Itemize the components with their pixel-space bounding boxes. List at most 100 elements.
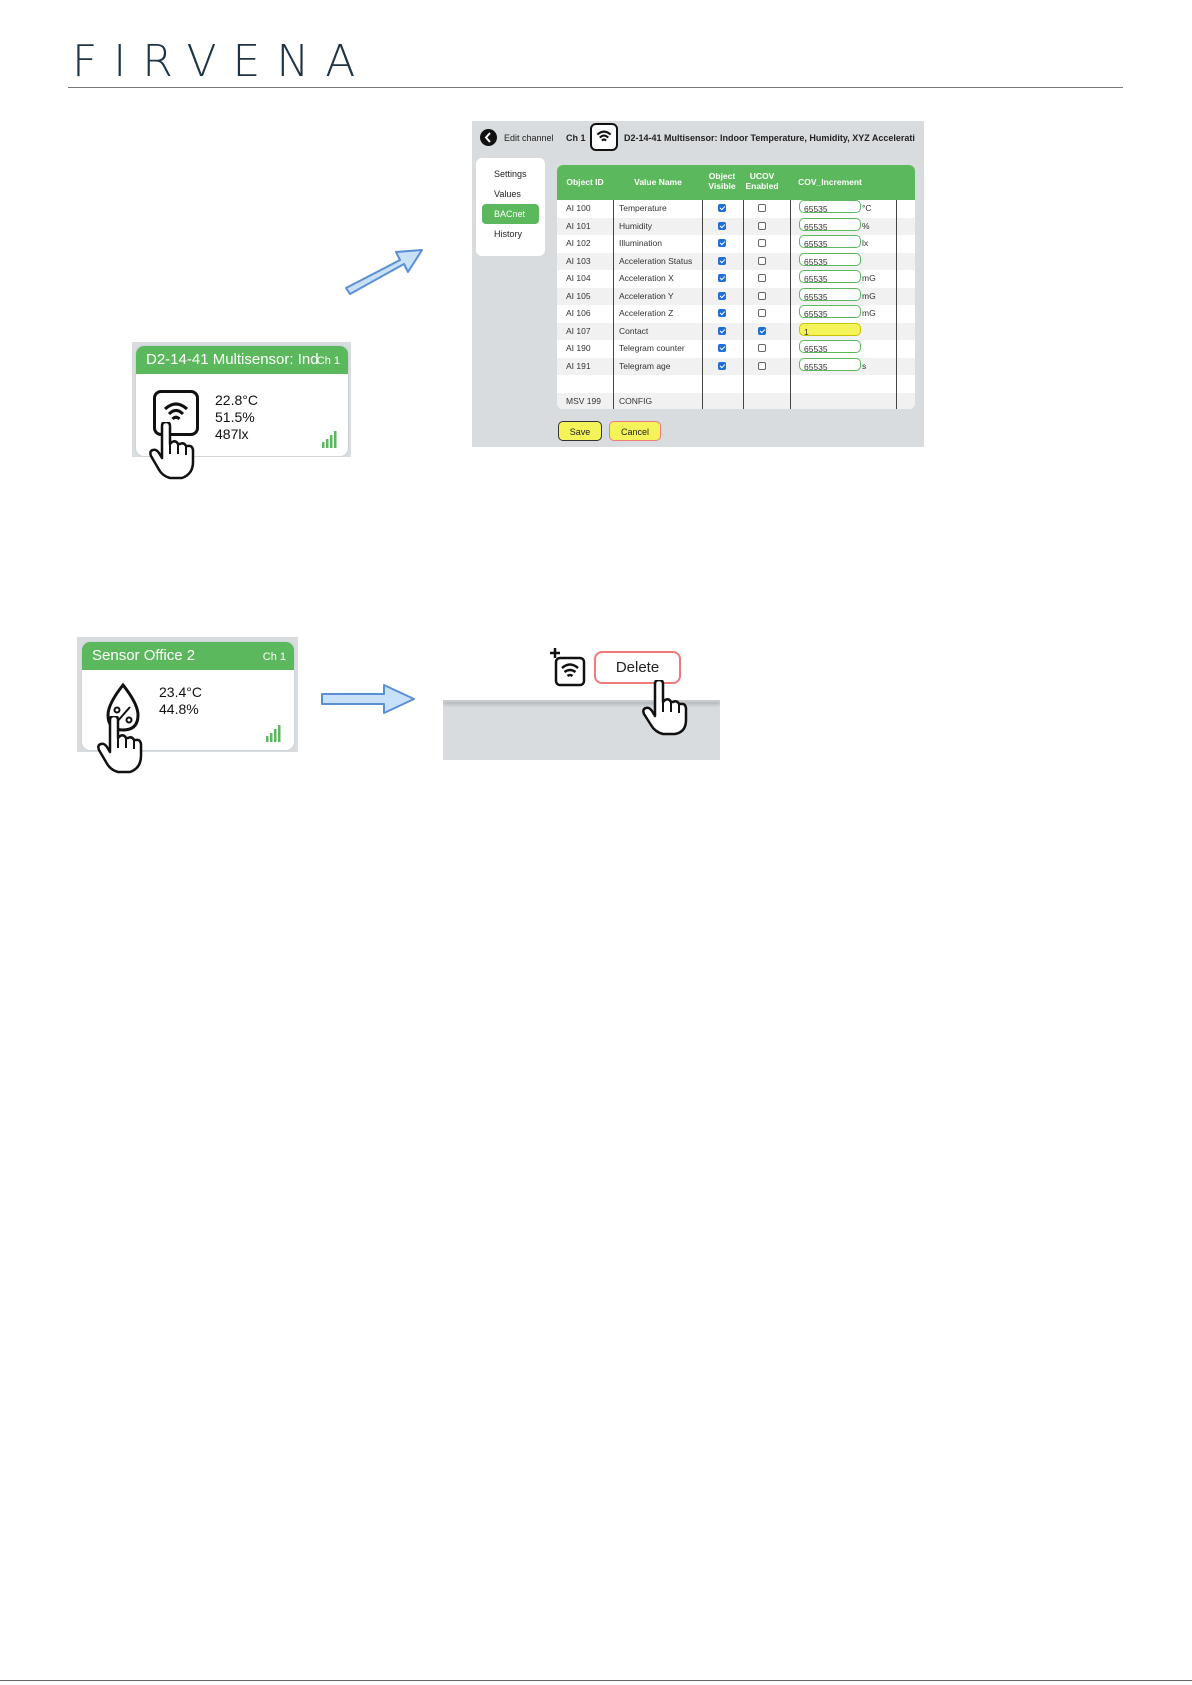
- object-visible-checkbox[interactable]: [718, 256, 726, 265]
- delete-button[interactable]: Delete: [594, 651, 681, 684]
- ucov-enabled-checkbox[interactable]: [758, 274, 766, 282]
- save-button[interactable]: Save: [558, 421, 602, 441]
- back-button[interactable]: [480, 129, 497, 146]
- cov-increment-input[interactable]: 65535: [799, 287, 861, 302]
- channel-title: D2-14-41 Multisensor: Indoor Temperature…: [624, 133, 915, 143]
- ucov-enabled-checkbox[interactable]: [758, 326, 766, 335]
- cov-increment-input[interactable]: 65535: [799, 305, 861, 319]
- cell-value-name: Humidity: [619, 220, 653, 231]
- object-visible-checkbox[interactable]: [718, 361, 726, 370]
- tile-value-humidity: 51.5%: [215, 409, 255, 425]
- multisensor-icon[interactable]: [153, 390, 199, 436]
- edit-channel-label: Edit channel: [504, 133, 554, 143]
- object-visible-checkbox[interactable]: [718, 221, 726, 230]
- cell-object-id: AI 105: [566, 290, 591, 301]
- cov-increment-input[interactable]: 65535: [799, 252, 861, 267]
- side-item-bacnet[interactable]: BACnet: [482, 204, 539, 224]
- side-item-history[interactable]: History: [494, 229, 523, 239]
- cell-object-id: AI 104: [566, 273, 591, 283]
- cell-value-name: Acceleration Z: [619, 308, 674, 318]
- object-visible-checkbox[interactable]: [718, 291, 726, 300]
- tile2-header: Sensor Office 2 Ch 1: [82, 642, 294, 670]
- ucov-enabled-checkbox[interactable]: [758, 344, 766, 352]
- tile-values: 22.8°C 51.5% 487lx: [215, 392, 258, 443]
- ucov-enabled-checkbox[interactable]: [758, 309, 766, 317]
- header-divider: [68, 87, 1123, 88]
- side-menu: Settings Values BACnet History: [476, 158, 545, 256]
- channel-label: Ch 1: [566, 133, 586, 143]
- tile2-value-temperature: 23.4°C: [159, 684, 202, 700]
- object-visible-checkbox[interactable]: [718, 344, 726, 352]
- bacnet-table: Object ID Value Name Object Visible UCOV…: [557, 165, 915, 409]
- col-object-id: Object ID: [566, 177, 604, 187]
- cell-object-id: AI 102: [566, 238, 591, 248]
- signal-strength-icon: [266, 725, 281, 742]
- chevron-left-icon: [484, 132, 491, 143]
- table-row: [557, 375, 915, 393]
- tile2-values: 23.4°C 44.8%: [159, 684, 202, 718]
- cov-increment-input[interactable]: 65535: [799, 357, 861, 372]
- tile-title: D2-14-41 Multisensor: Ind: [146, 351, 319, 368]
- ucov-enabled-checkbox[interactable]: [758, 291, 766, 300]
- wireless-icon: [596, 130, 612, 142]
- cell-object-id: AI 100: [566, 203, 591, 213]
- side-item-values[interactable]: Values: [494, 189, 521, 199]
- cell-value-name: Temperature: [619, 203, 667, 213]
- cell-object-id: MSV 199: [566, 395, 601, 406]
- ucov-enabled-checkbox[interactable]: [758, 256, 766, 265]
- multisensor-tile[interactable]: D2-14-41 Multisensor: Ind Ch 1 22.8°C 51…: [136, 346, 348, 456]
- ucov-enabled-checkbox[interactable]: [758, 204, 766, 212]
- tile2-title: Sensor Office 2: [92, 647, 196, 664]
- ucov-enabled-checkbox[interactable]: [758, 361, 766, 370]
- tile2-channel: Ch 1: [262, 651, 286, 663]
- add-device-icon[interactable]: [549, 646, 589, 688]
- cell-value-name: Telegram counter: [619, 343, 685, 353]
- tile-channel: Ch 1: [316, 355, 340, 367]
- ucov-enabled-checkbox[interactable]: [758, 221, 766, 230]
- object-visible-checkbox[interactable]: [718, 326, 726, 335]
- cov-increment-input[interactable]: 65535: [799, 340, 861, 354]
- firvena-logo: FIRVENA: [72, 36, 372, 87]
- cell-object-id: AI 106: [566, 308, 591, 318]
- table-row: MSV 199 CONFIG: [557, 392, 915, 409]
- cov-increment-input[interactable]: 65535: [799, 217, 861, 232]
- cancel-button[interactable]: Cancel: [609, 421, 661, 441]
- tile-value-illumination: 487lx: [215, 426, 249, 442]
- cell-value-name: CONFIG: [619, 395, 653, 406]
- cell-unit: mG: [862, 273, 876, 283]
- cov-increment-input[interactable]: 65535: [799, 235, 861, 249]
- cell-unit: lx: [862, 238, 869, 248]
- object-visible-checkbox[interactable]: [718, 239, 726, 247]
- pointer-hand-icon: [97, 716, 143, 774]
- object-visible-checkbox[interactable]: [718, 274, 726, 282]
- cov-increment-input[interactable]: 65535: [799, 200, 861, 214]
- cov-increment-input[interactable]: 1: [799, 322, 861, 337]
- cov-increment-input[interactable]: 65535: [799, 270, 861, 284]
- arrow-diagonal-icon: [345, 249, 423, 295]
- cell-value-name: Acceleration X: [619, 273, 674, 283]
- ucov-enabled-checkbox[interactable]: [758, 239, 766, 247]
- col-cov-increment: COV_Increment: [798, 177, 862, 187]
- arrow-right-icon: [321, 684, 415, 714]
- cell-value-name: Acceleration Y: [619, 290, 674, 301]
- cell-unit: mG: [862, 290, 876, 301]
- object-visible-checkbox[interactable]: [718, 204, 726, 212]
- side-item-settings[interactable]: Settings: [494, 169, 527, 179]
- object-visible-checkbox[interactable]: [718, 309, 726, 317]
- edit-channel-panel: Edit channel Ch 1 D2-14-41 Multisensor: …: [472, 121, 924, 447]
- cell-value-name: Illumination: [619, 238, 662, 248]
- cell-unit: s: [862, 360, 867, 371]
- pointer-hand-icon: [149, 422, 195, 480]
- cell-value-name: Telegram age: [619, 360, 671, 371]
- tile2-value-humidity: 44.8%: [159, 701, 199, 717]
- wireless-icon: [163, 402, 189, 421]
- channel-device-icon: [590, 123, 618, 151]
